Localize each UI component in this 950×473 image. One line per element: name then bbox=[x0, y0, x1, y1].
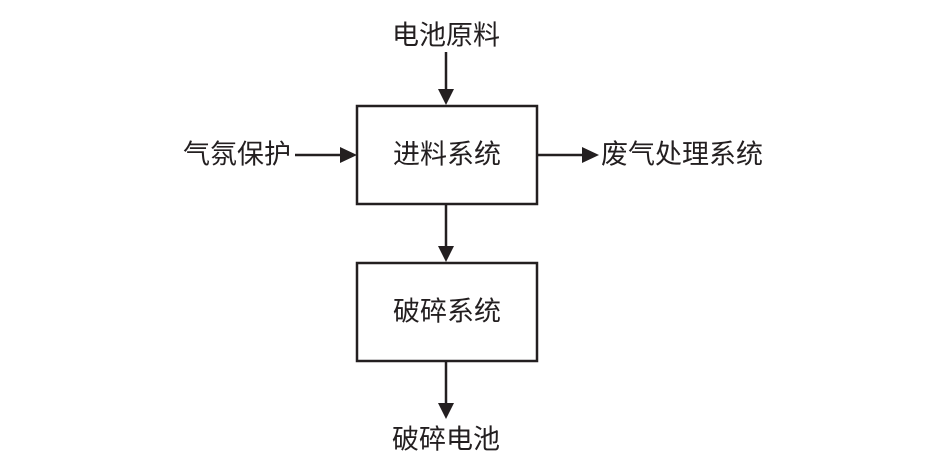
arrowhead-feeding-to-crushing bbox=[438, 246, 454, 262]
crushed-battery-label: 破碎电池 bbox=[392, 425, 500, 456]
feeding-system-label: 进料系统 bbox=[393, 140, 501, 171]
atmosphere-protection-label: 气氛保护 bbox=[183, 140, 291, 171]
arrowhead-crushing-to-output bbox=[438, 403, 454, 419]
exhaust-treatment-system-label: 废气处理系统 bbox=[601, 140, 763, 171]
feeding-system-box bbox=[355, 104, 539, 206]
arrowhead-feeding-to-exhaust bbox=[582, 147, 599, 163]
arrowhead-atmosphere-to-feeding bbox=[340, 147, 357, 163]
arrowhead-material-to-feeding bbox=[438, 89, 454, 105]
crushing-system-label: 破碎系统 bbox=[393, 297, 501, 328]
battery-material-label: 电池原料 bbox=[392, 21, 500, 52]
